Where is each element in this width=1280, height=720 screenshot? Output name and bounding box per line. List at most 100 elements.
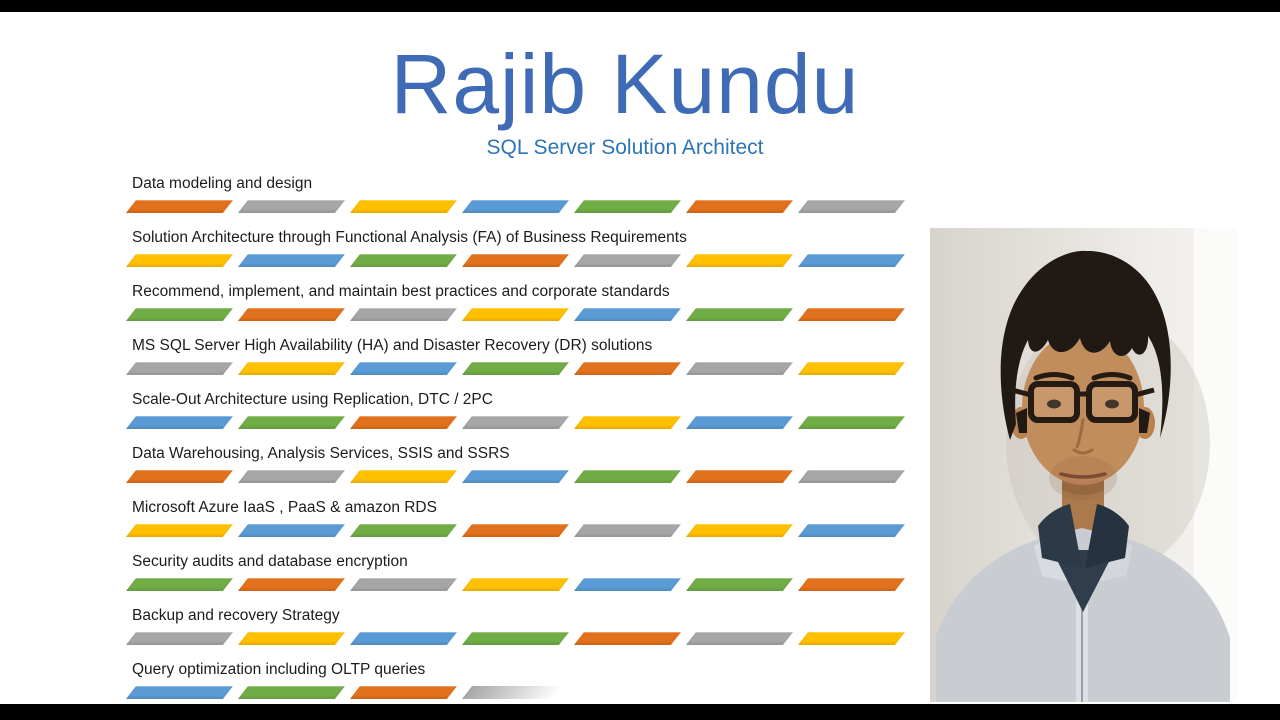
skill-label: Solution Architecture through Functional… bbox=[132, 229, 687, 246]
skill-bar-yellow bbox=[125, 254, 234, 267]
skill-bar-gray bbox=[349, 308, 458, 321]
skill-row: Query optimization including OLTP querie… bbox=[125, 660, 931, 699]
skill-bar-gray bbox=[125, 362, 234, 375]
skill-bar-blue bbox=[685, 416, 794, 429]
skill-bar-green bbox=[349, 524, 458, 537]
skill-bar-yellow bbox=[349, 200, 458, 213]
skill-label: Data modeling and design bbox=[132, 175, 313, 192]
skill-bar-blue bbox=[461, 470, 570, 483]
skill-bar-row bbox=[125, 470, 931, 483]
skill-bar-green bbox=[797, 416, 906, 429]
skill-row: Data Warehousing, Analysis Services, SSI… bbox=[125, 444, 931, 483]
skill-bar-orange bbox=[461, 254, 570, 267]
skill-bar-orange bbox=[797, 308, 906, 321]
skill-bar-green bbox=[573, 470, 682, 483]
skill-bar-yellow bbox=[349, 470, 458, 483]
skill-label: Microsoft Azure IaaS , PaaS & amazon RDS bbox=[132, 499, 437, 516]
skill-row: MS SQL Server High Availability (HA) and… bbox=[125, 336, 931, 375]
skill-bar-row bbox=[125, 362, 931, 375]
skill-bar-gray bbox=[573, 254, 682, 267]
skill-bar-row bbox=[125, 524, 931, 537]
skill-bar-gray bbox=[237, 470, 346, 483]
skill-label: Scale-Out Architecture using Replication… bbox=[132, 391, 493, 408]
skill-bar-green bbox=[685, 578, 794, 591]
skill-bar-blue bbox=[237, 524, 346, 537]
skill-bar-orange bbox=[461, 524, 570, 537]
skill-label: MS SQL Server High Availability (HA) and… bbox=[132, 337, 653, 354]
skill-row: Data modeling and design bbox=[125, 174, 931, 213]
skill-bar-gray bbox=[797, 470, 906, 483]
skill-bar-orange bbox=[125, 470, 234, 483]
skill-bar-yellow bbox=[237, 362, 346, 375]
skill-bar-green bbox=[125, 578, 234, 591]
skill-bar-gray bbox=[573, 524, 682, 537]
skill-bar-green bbox=[573, 200, 682, 213]
header: Rajib Kundu SQL Server Solution Architec… bbox=[0, 42, 1250, 160]
skill-bar-orange bbox=[349, 416, 458, 429]
skill-bar-yellow bbox=[797, 632, 906, 645]
skill-bar-yellow bbox=[461, 308, 570, 321]
skill-bar-green bbox=[237, 416, 346, 429]
skill-row: Backup and recovery Strategy bbox=[125, 606, 931, 645]
skill-bar-green bbox=[461, 632, 570, 645]
skill-bar-green bbox=[237, 686, 346, 699]
skill-bar-blue bbox=[573, 308, 682, 321]
skill-bar-orange bbox=[125, 200, 234, 213]
skill-bar-gray-fading bbox=[461, 686, 570, 699]
skill-bar-blue bbox=[461, 200, 570, 213]
portrait-photo bbox=[930, 228, 1237, 702]
skill-bar-row bbox=[125, 200, 931, 213]
skill-bar-blue bbox=[797, 254, 906, 267]
skill-bar-gray bbox=[237, 200, 346, 213]
skill-bar-orange bbox=[797, 578, 906, 591]
skill-label: Data Warehousing, Analysis Services, SSI… bbox=[132, 445, 510, 462]
skill-row: Microsoft Azure IaaS , PaaS & amazon RDS bbox=[125, 498, 931, 537]
page-title: Rajib Kundu bbox=[390, 37, 860, 131]
skill-bar-row bbox=[125, 686, 931, 699]
skill-bar-gray bbox=[125, 632, 234, 645]
skill-bar-gray bbox=[349, 578, 458, 591]
skill-bar-yellow bbox=[237, 632, 346, 645]
slide: Rajib Kundu SQL Server Solution Architec… bbox=[0, 12, 1280, 704]
skill-bar-yellow bbox=[797, 362, 906, 375]
skill-bar-yellow bbox=[685, 524, 794, 537]
skill-bar-row bbox=[125, 308, 931, 321]
skill-bar-yellow bbox=[461, 578, 570, 591]
skill-bar-row bbox=[125, 578, 931, 591]
skill-bar-green bbox=[349, 254, 458, 267]
skill-row: Security audits and database encryption bbox=[125, 552, 931, 591]
skill-bar-blue bbox=[125, 686, 234, 699]
skill-bar-orange bbox=[573, 362, 682, 375]
skill-bar-orange bbox=[685, 200, 794, 213]
skill-bar-blue bbox=[573, 578, 682, 591]
skill-label: Recommend, implement, and maintain best … bbox=[132, 283, 670, 300]
skill-bar-row bbox=[125, 632, 931, 645]
skill-bar-orange bbox=[685, 470, 794, 483]
skill-bar-gray bbox=[461, 416, 570, 429]
skill-bar-orange bbox=[237, 578, 346, 591]
skill-bar-yellow bbox=[125, 524, 234, 537]
skill-label: Query optimization including OLTP querie… bbox=[132, 661, 426, 678]
skill-bar-green bbox=[125, 308, 234, 321]
skill-label: Backup and recovery Strategy bbox=[132, 607, 340, 624]
skill-row: Solution Architecture through Functional… bbox=[125, 228, 931, 267]
skill-bar-blue bbox=[349, 632, 458, 645]
portrait-illustration bbox=[930, 228, 1237, 702]
page-subtitle: SQL Server Solution Architect bbox=[486, 136, 764, 159]
skill-bar-blue bbox=[349, 362, 458, 375]
skill-bar-row bbox=[125, 254, 931, 267]
skill-label: Security audits and database encryption bbox=[132, 553, 408, 570]
skill-bar-yellow bbox=[685, 254, 794, 267]
skill-bar-gray bbox=[685, 362, 794, 375]
skill-bar-green bbox=[461, 362, 570, 375]
skill-bar-blue bbox=[125, 416, 234, 429]
skill-row: Recommend, implement, and maintain best … bbox=[125, 282, 931, 321]
skill-bar-blue bbox=[237, 254, 346, 267]
skill-bar-gray bbox=[685, 632, 794, 645]
skill-bar-blue bbox=[797, 524, 906, 537]
skill-row: Scale-Out Architecture using Replication… bbox=[125, 390, 931, 429]
skill-bar-green bbox=[685, 308, 794, 321]
skill-bar-gray bbox=[797, 200, 906, 213]
skill-bar-yellow bbox=[573, 416, 682, 429]
